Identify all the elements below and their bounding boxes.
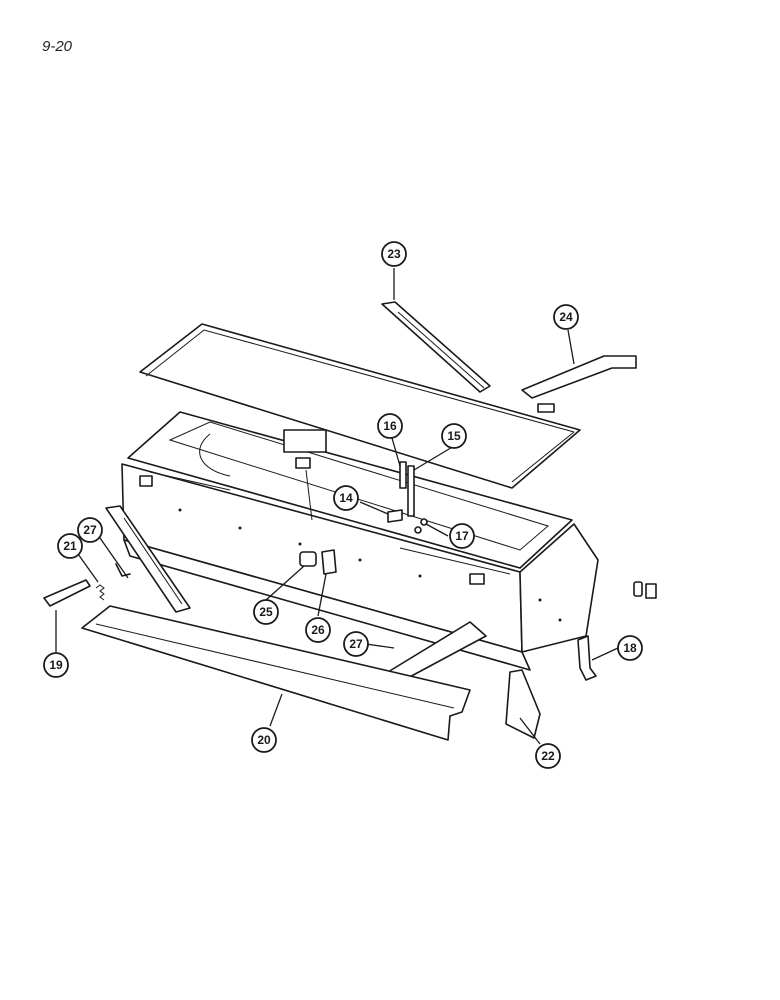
callout-25: 25: [253, 599, 279, 625]
callout-26: 26: [305, 617, 331, 643]
bottom-board-20: [81, 605, 471, 741]
callout-20: 20: [251, 727, 277, 753]
svg-text:16: 16: [383, 419, 397, 433]
hardware-14: [387, 509, 403, 523]
callout-17: 17: [449, 523, 475, 549]
svg-text:14: 14: [339, 491, 353, 505]
svg-text:15: 15: [447, 429, 461, 443]
corner-bracket-22: [505, 669, 541, 739]
svg-text:25: 25: [259, 605, 273, 619]
svg-text:18: 18: [623, 641, 637, 655]
bracket-18: [577, 635, 597, 681]
svg-text:24: 24: [559, 310, 573, 324]
callout-27-right: 27: [343, 631, 369, 657]
svg-text:23: 23: [387, 247, 401, 261]
svg-text:22: 22: [541, 749, 555, 763]
hardware-16: [399, 461, 407, 489]
callout-15: 15: [441, 423, 467, 449]
svg-text:19: 19: [49, 658, 63, 672]
latch-plate-26: [321, 549, 337, 575]
pin-27-left: [115, 563, 131, 577]
rod-19: [43, 579, 91, 607]
hopper-lid: [139, 323, 581, 489]
callout-22: 22: [535, 743, 561, 769]
svg-text:27: 27: [83, 523, 97, 537]
svg-text:17: 17: [455, 529, 469, 543]
callout-14: 14: [333, 485, 359, 511]
callout-24: 24: [553, 304, 579, 330]
latch-25: [299, 551, 317, 567]
loose-clips: [633, 581, 657, 599]
lid-brace-24: [521, 355, 637, 413]
hardware-17: [414, 518, 428, 534]
callout-19: 19: [43, 652, 69, 678]
svg-text:21: 21: [63, 539, 77, 553]
callout-27-left: 27: [77, 517, 103, 543]
callout-21: 21: [57, 533, 83, 559]
svg-text:20: 20: [257, 733, 271, 747]
hardware-15: [407, 465, 415, 517]
svg-text:26: 26: [311, 623, 325, 637]
lid-brace-23: [381, 301, 491, 393]
left-leg-bracket: [105, 505, 191, 613]
callout-18: 18: [617, 635, 643, 661]
callout-23: 23: [381, 241, 407, 267]
page-number: 9-20: [42, 38, 73, 55]
svg-text:27: 27: [349, 637, 363, 651]
spring-21: [95, 584, 105, 601]
leader-lines: [55, 268, 619, 745]
callout-16: 16: [377, 413, 403, 439]
